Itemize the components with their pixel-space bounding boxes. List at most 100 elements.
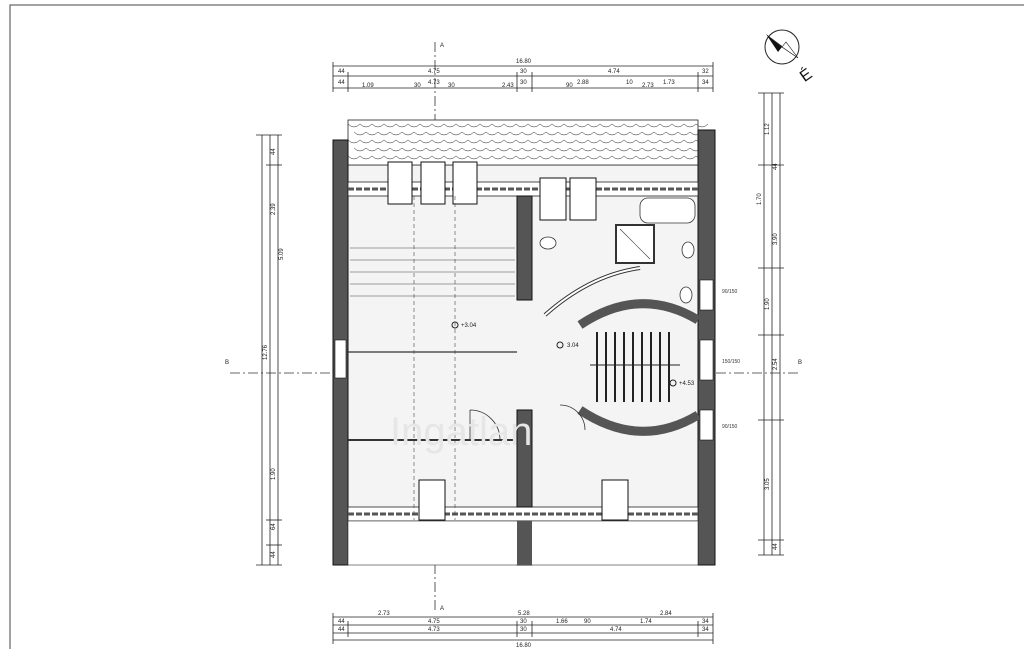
roof-tile <box>395 139 409 144</box>
roof-tile <box>347 155 361 160</box>
roof-tile <box>551 139 565 144</box>
roof-tile <box>581 131 595 136</box>
dim-text: 4.74 <box>610 627 622 633</box>
dim-text: 44 <box>271 551 277 558</box>
roof-tile <box>425 131 439 136</box>
dim-text: 2.73 <box>378 611 390 617</box>
roof-tile <box>479 123 493 128</box>
roof-tile <box>569 131 583 136</box>
roof-tile <box>407 123 421 128</box>
dim-text: 1.66 <box>556 619 568 625</box>
roof-tile <box>503 155 517 160</box>
roof-tile <box>347 123 361 128</box>
dim-text: 44 <box>773 163 779 170</box>
dim-text: 12.76 <box>263 344 269 360</box>
bottom-dim-total: 16.80 <box>516 643 532 649</box>
roof-tile <box>371 123 385 128</box>
roof-tile <box>371 139 385 144</box>
dim-text: 30 <box>520 627 527 633</box>
dim-text: 30 <box>520 80 527 86</box>
axis-mark-left: B <box>225 360 229 366</box>
elevation-markers: +3.04 3.04 +4.53 <box>451 321 695 387</box>
roof-tile <box>383 139 397 144</box>
roof-tile <box>659 139 673 144</box>
roof-tile <box>575 155 589 160</box>
dim-text: 64 <box>271 523 277 530</box>
elevation-text: 3.04 <box>567 343 579 349</box>
compass-label: É <box>796 64 816 86</box>
roof-tile <box>485 147 499 152</box>
roof-tile <box>461 131 475 136</box>
roof-tile <box>665 147 679 152</box>
roof-tile <box>365 147 379 152</box>
roof-tile <box>479 139 493 144</box>
roof-tile <box>419 139 433 144</box>
roof-tile <box>371 155 385 160</box>
top-dim-total: 16.80 <box>516 59 532 65</box>
roof-tile <box>515 123 529 128</box>
dim-text: 3.05 <box>765 478 771 490</box>
dim-text: 2.54 <box>773 358 779 370</box>
roof-tile <box>467 139 481 144</box>
left-dimension-texts: 44 2.39 5.09 12.76 1.90 64 44 <box>263 148 285 558</box>
roof-tile <box>545 131 559 136</box>
roof-tile <box>647 139 661 144</box>
roof-tile <box>557 147 571 152</box>
dim-text: 44 <box>338 80 345 86</box>
roof-tile <box>377 147 391 152</box>
dim-text: 2.88 <box>577 80 589 86</box>
roof-tile <box>593 131 607 136</box>
dim-text: 44 <box>338 619 345 625</box>
dim-text: 90 <box>584 619 591 625</box>
roof-tile <box>533 147 547 152</box>
roof-tile <box>569 147 583 152</box>
watermark: Ingatlan <box>390 410 532 454</box>
dim-text: 2.39 <box>271 203 277 215</box>
elevation-text: +4.53 <box>679 381 695 387</box>
roof-tile <box>653 147 667 152</box>
roof-tile <box>383 123 397 128</box>
roof-tile <box>395 155 409 160</box>
roof-tile <box>587 123 601 128</box>
roof-tile <box>551 155 565 160</box>
roof-tile <box>587 139 601 144</box>
roof-tile <box>515 155 529 160</box>
roof-tile <box>419 123 433 128</box>
axis-mark-bottom: A <box>440 606 444 612</box>
roof-tile <box>599 123 613 128</box>
dim-text: 44 <box>773 543 779 550</box>
dim-text: 4.73 <box>428 80 440 86</box>
roof-tile <box>587 155 601 160</box>
roof-tile <box>677 131 691 136</box>
roof-tile <box>671 155 685 160</box>
roof-tile <box>695 123 709 128</box>
dim-text: 3.90 <box>773 233 779 245</box>
roof-tile <box>467 155 481 160</box>
roof-tile <box>443 155 457 160</box>
roof-tile <box>683 123 697 128</box>
roof-tile <box>563 123 577 128</box>
roof-tile <box>623 139 637 144</box>
roof-tile <box>521 131 535 136</box>
roof-tile <box>467 123 481 128</box>
roof-tile <box>455 155 469 160</box>
roof-tile <box>593 147 607 152</box>
roof-tile <box>395 123 409 128</box>
roof-tile <box>431 123 445 128</box>
roof-tile <box>413 147 427 152</box>
dim-text: 1.73 <box>663 80 675 86</box>
roof-tiles <box>347 119 709 166</box>
roof-tile <box>533 131 547 136</box>
window-mark: 90/150 <box>722 289 738 295</box>
roof-tile <box>479 155 493 160</box>
roof-tile <box>401 147 415 152</box>
dim-text: 30 <box>520 619 527 625</box>
roof-tile <box>455 123 469 128</box>
right-dimension-lines <box>758 92 784 556</box>
roof-tile <box>683 139 697 144</box>
roof-tile <box>455 139 469 144</box>
dim-text: 1.70 <box>757 193 763 205</box>
elevation-text: +3.04 <box>461 323 477 329</box>
roof-tile <box>647 123 661 128</box>
roof-tile <box>515 139 529 144</box>
